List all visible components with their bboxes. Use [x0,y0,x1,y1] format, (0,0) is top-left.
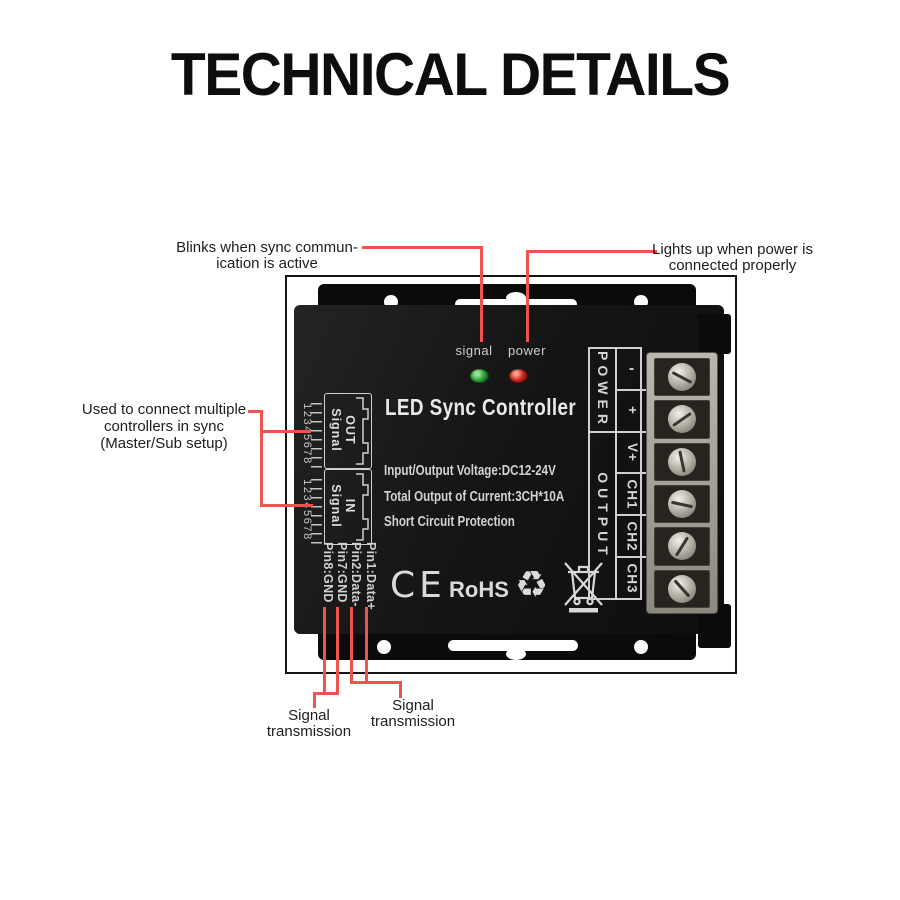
spec-line: Short Circuit Protection [384,514,515,530]
mounting-hole [377,640,391,654]
mounting-slot [455,299,577,309]
port-in-label-in: IN [343,498,357,514]
leader-line [323,607,326,695]
mounting-slot-notch [506,292,526,304]
port-in-label-signal: Signal [329,484,343,528]
rj45-plug-profile-icon [356,397,369,465]
mounting-slot [448,640,578,651]
leader-line [313,692,316,708]
terminal-cell-plus: + [617,391,648,433]
ce-mark: CE [390,565,446,606]
leader-line [526,250,657,253]
spec-line: Total Output of Current:3CH*10A [384,488,565,505]
power-led-label: power [508,343,546,358]
power-led [509,369,528,383]
annotation-signal-transmission-left: Signal transmission [266,707,352,740]
rj45-plug-profile-icon [356,473,369,541]
spec-line: Input/Output Voltage:DC12-24V [384,463,556,479]
pin-label-pin1-data-plus: Pin1:Data+ [364,542,378,610]
spec-text: Input/Output Voltage:DC12-24V Total Outp… [384,459,564,536]
terminal-screw [654,569,710,608]
leader-line [260,410,263,507]
terminal-screw [654,527,710,566]
annotation-signal-led: Blinks when sync commun- ication is acti… [176,239,358,272]
terminal-block [646,352,718,614]
recycle-icon: ♻ [515,563,549,606]
signal-led [470,369,489,383]
terminal-group-output: OUTPUT [594,471,611,560]
leader-line [248,410,263,413]
rj45-port-out [324,393,372,469]
product-name: LED Sync Controller [385,394,577,420]
annotation-sync-ports: Used to connect multiple controllers in … [81,401,247,452]
leader-line [350,681,402,684]
leader-line [365,607,368,684]
terminal-group-column: POWER OUTPUT [590,349,617,598]
leader-line [362,246,483,249]
terminal-group-power: POWER [590,349,615,433]
leader-line [260,430,311,433]
photo-frame [285,275,737,674]
port-out-label-signal: Signal [329,408,343,452]
leader-line [313,692,339,695]
terminal-cell-ch1: CH1 [617,474,648,517]
rj45-port-in [324,469,372,545]
leader-line [350,607,353,684]
rj45-out-pin-ticks [311,403,322,468]
pin-label-pin8-gnd: Pin8:GND [321,542,335,603]
port-out-label-out: OUT [343,415,357,445]
leader-line [399,681,402,698]
terminal-screw [654,484,710,524]
signal-led-label: signal [455,343,493,358]
terminal-cell-ch2: CH2 [617,516,648,559]
pin-label-pin2-data-minus: Pin2:Data- [349,542,363,607]
rohs-mark: RoHS [449,577,509,602]
mounting-slot-notch [506,648,526,660]
terminal-cell-minus: - [617,349,648,391]
leader-line [260,504,313,507]
annotation-signal-transmission-right: Signal transmission [370,697,456,730]
terminal-cell-vplus: V+ [617,433,648,475]
terminal-label-table: POWER OUTPUT - + V+ CH1 CH2 CH3 [588,347,648,600]
terminal-screw [654,358,710,397]
terminal-cell-ch3: CH3 [624,563,640,594]
mounting-hole [634,640,648,654]
device-edge [698,314,731,354]
leader-line [336,607,339,695]
page-title: TECHNICAL DETAILS [170,41,731,109]
pin-label-pin7-gnd: Pin7:GND [335,542,349,603]
leader-line [480,246,483,342]
terminal-name-column: - + V+ CH1 CH2 CH3 [617,349,648,598]
rj45-in-pin-ticks [311,479,322,544]
terminal-screw [654,400,710,439]
leader-line [526,250,529,342]
terminal-screw [654,442,710,481]
annotation-power-led: Lights up when power is connected proper… [652,241,813,274]
